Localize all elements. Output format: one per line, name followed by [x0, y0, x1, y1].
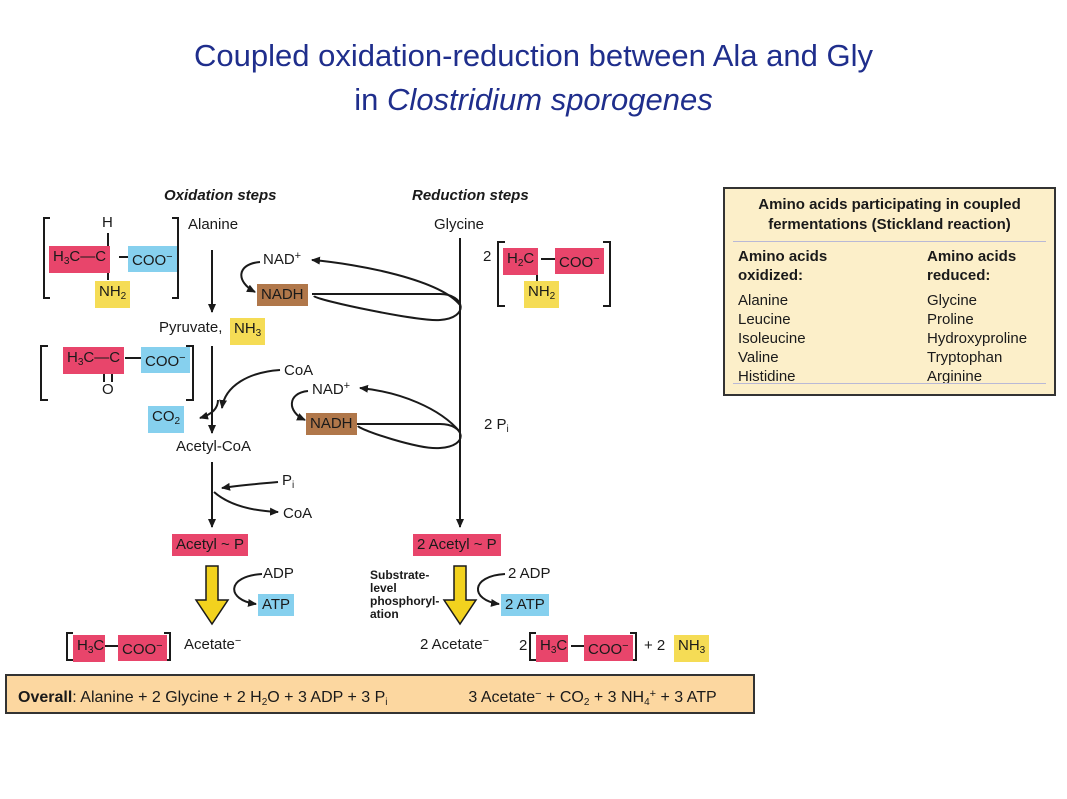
glycine-amino-group: NH2	[524, 281, 560, 308]
glycine-bracket-left	[497, 241, 505, 307]
list-item: Leucine	[738, 311, 791, 328]
title-line-1: Coupled oxidation-reduction between Ala …	[193, 38, 873, 73]
nadh-box-2: NADH	[306, 413, 357, 435]
acetate-methyl-group: H3C	[73, 635, 106, 662]
coa-input-arrow	[219, 369, 281, 409]
acetate-bracket-left-2	[529, 632, 536, 661]
alanine-methyl-group: H3C—C	[49, 246, 111, 273]
nadh-loop-2	[357, 423, 462, 450]
substrate-phosphorylation-arrow-2	[442, 565, 478, 626]
alanine-bracket-left	[43, 217, 50, 299]
oxidized-column: Alanine Leucine Isoleucine Valine Histid…	[738, 291, 806, 386]
reduced-column: Glycine Proline Hydroxyproline Tryptopha…	[927, 291, 1027, 386]
list-item: Isoleucine	[738, 330, 806, 347]
alanine-bracket-right	[172, 217, 179, 299]
acetate-carboxylate: COO−	[118, 635, 167, 661]
glycine-methylene-group: H2C	[503, 248, 539, 275]
glycine-label: Glycine	[434, 216, 485, 233]
acetate-label-2: 2 Acetate−	[420, 635, 489, 653]
co2-release-arrow	[199, 399, 219, 420]
acetate-label: Acetate−	[184, 635, 242, 653]
list-item: Glycine	[927, 292, 978, 309]
table-title: Amino acids participating in coupled fer…	[758, 196, 1021, 233]
two-pi-label: 2 Pi	[484, 416, 509, 435]
list-item: Arginine	[927, 368, 983, 385]
overall-reaction: Overall: Alanine + 2 Glycine + 2 H2O + 3…	[5, 674, 755, 714]
acetate-bracket-right	[164, 632, 171, 661]
adp-to-atp-arrow	[233, 573, 263, 607]
substrate-phosphorylation-arrow	[194, 565, 230, 626]
coa-input-label: CoA	[284, 362, 314, 379]
pyruvate-label: Pyruvate,	[159, 319, 223, 336]
acetate-bracket-left	[66, 632, 73, 661]
list-item: Tryptophan	[927, 349, 1003, 366]
pyruvate-bracket-right	[186, 345, 194, 401]
pyruvate-bracket-left	[40, 345, 48, 401]
nad-label-1: NAD+	[263, 250, 302, 268]
coa-output-label: CoA	[283, 505, 313, 522]
nadh-reoxidation-arrow-1	[311, 256, 461, 306]
table-bottom-rule	[733, 383, 1046, 384]
nh3-release-2: NH3	[674, 635, 710, 662]
list-item: Proline	[927, 311, 974, 328]
reduction-header: Reduction steps	[412, 187, 529, 204]
pi-input-label: Pi	[282, 472, 295, 491]
acetyl-phosphate-box: Acetyl ~ P	[172, 534, 248, 556]
oxidized-column-header: Amino acids oxidized:	[738, 248, 828, 284]
product-coefficient: 2	[519, 637, 528, 654]
pyruvate-carboxylate: COO−	[141, 347, 190, 373]
alanine-amino-group: NH2	[95, 281, 131, 308]
alanine-h-atom: H	[102, 214, 113, 231]
atp-box: ATP	[258, 594, 295, 616]
pi-input-arrow	[221, 481, 279, 491]
glycine-coefficient: 2	[483, 248, 492, 265]
list-item: Valine	[738, 349, 779, 366]
stickland-amino-acid-table: Amino acids participating in coupled fer…	[723, 187, 1056, 396]
pyruvate-keto-oxygen: O	[102, 381, 114, 398]
list-item: Hydroxyproline	[927, 330, 1028, 347]
list-item: Histidine	[738, 368, 796, 385]
nh3-release-1: NH3	[230, 318, 266, 345]
nad-label-2: NAD+	[312, 380, 351, 398]
glycine-bracket-right	[603, 241, 611, 307]
acetyl-coa-label: Acetyl-CoA	[176, 438, 252, 455]
acetate-carboxylate-2: COO−	[584, 635, 633, 661]
oxidation-header: Oxidation steps	[164, 187, 277, 204]
acetate-bracket-right-2	[630, 632, 637, 661]
alanine-label: Alanine	[188, 216, 239, 233]
acetate-methyl-group-2: H3C	[536, 635, 569, 662]
atp-box-2: 2 ATP	[501, 594, 549, 616]
table-divider	[733, 241, 1046, 242]
adp-label-2: 2 ADP	[508, 565, 551, 582]
acetyl-phosphate-box-2: 2 Acetyl ~ P	[413, 534, 501, 556]
adp-to-atp-arrow-2	[477, 573, 506, 607]
substrate-level-phosphorylation-label: Substrate-level phosphoryl-ation	[370, 568, 440, 621]
nadh-box-1: NADH	[257, 284, 308, 306]
plus-two-label: + 2	[644, 637, 666, 654]
nadh-reoxidation-arrow-2	[359, 384, 461, 433]
nad-reduction-arrow-2	[290, 390, 309, 421]
coa-output-arrow	[213, 491, 279, 516]
title-line-2: in Clostridium sporogenes	[354, 82, 713, 117]
glycine-carboxylate: COO−	[555, 248, 604, 274]
adp-label: ADP	[263, 565, 294, 582]
alanine-carboxylate: COO−	[128, 246, 177, 272]
organism-name: Clostridium sporogenes	[387, 82, 713, 117]
nad-reduction-arrow-1	[240, 261, 261, 293]
pyruvate-methyl-group: H3C—C	[63, 347, 125, 374]
reduced-column-header: Amino acids reduced:	[927, 248, 1017, 284]
co2-release: CO2	[148, 406, 185, 433]
list-item: Alanine	[738, 292, 789, 309]
overall-label: Overall	[18, 689, 73, 706]
nadh-loop-1	[312, 293, 462, 322]
